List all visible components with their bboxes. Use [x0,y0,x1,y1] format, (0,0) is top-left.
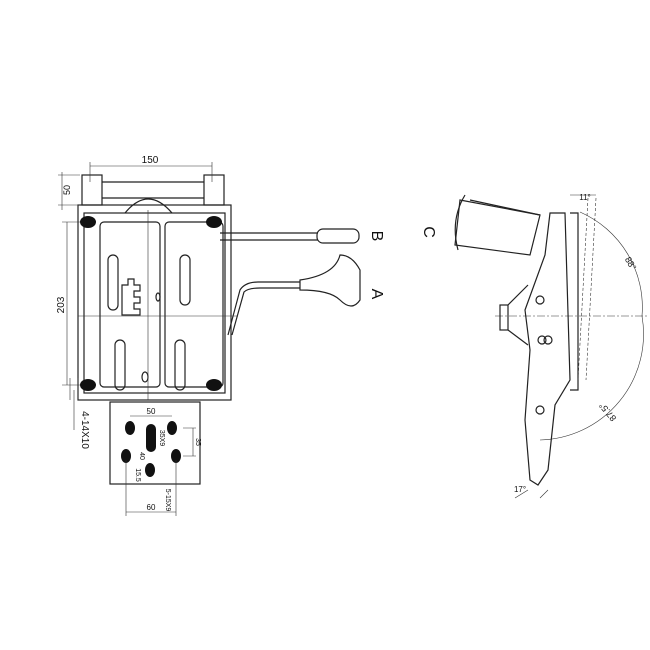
front-view [58,162,361,516]
dim-15-5: 15.5 [134,468,141,482]
dim-slots: 5-15X9 [164,489,171,512]
dim-35: 35 [194,438,201,446]
dim-203: 203 [56,296,67,313]
dim-40: 40 [138,452,145,460]
label-c: C [420,226,437,238]
angle-17: 17° [514,485,526,494]
dim-slot: 35X9 [158,430,165,446]
dim-mount-holes: 4-14X10 [79,411,90,449]
dim-bracket-50: 50 [147,407,156,416]
mount-bracket [109,401,201,485]
lever-b-handle [316,228,360,244]
angle-88: 88° [623,255,639,272]
dim-60: 60 [147,503,156,512]
label-a: A [368,289,385,300]
dim-50: 50 [62,185,72,195]
side-view [454,194,648,499]
lever-a-handle [299,254,361,307]
dim-150: 150 [142,155,159,166]
label-b: B [368,231,385,242]
knob-c [454,199,541,256]
angle-11: 11° [579,193,591,202]
base-plate [77,204,232,401]
